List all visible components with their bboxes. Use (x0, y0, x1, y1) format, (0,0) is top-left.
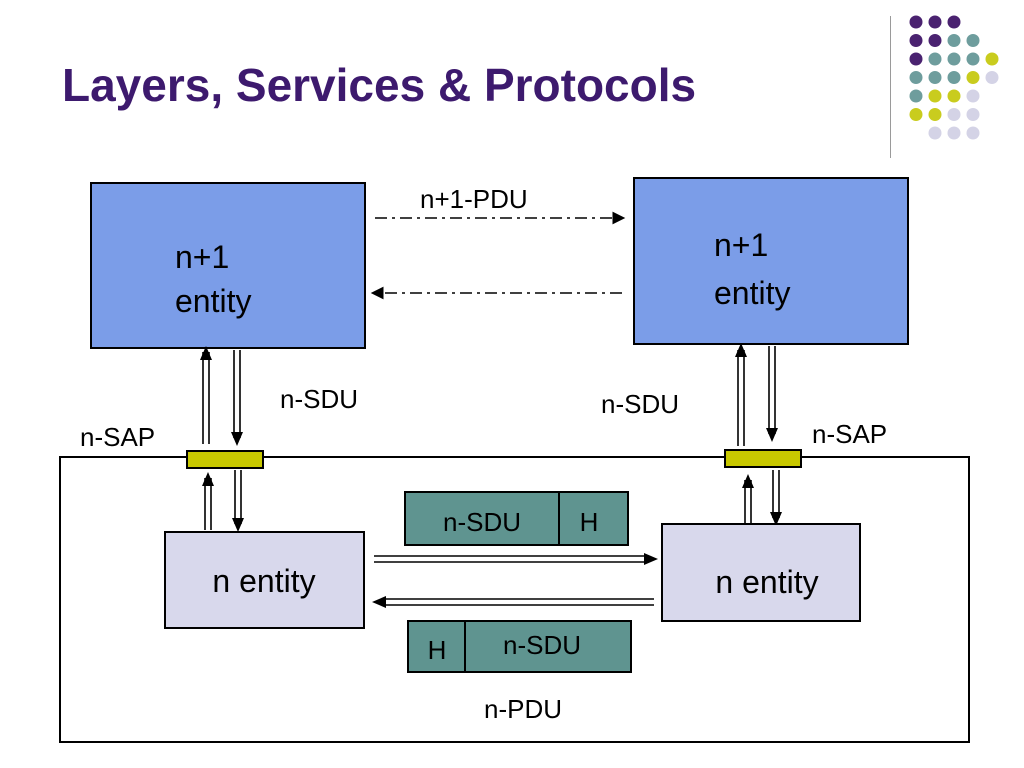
decorative-dot (985, 52, 999, 66)
decorative-dot (928, 71, 942, 84)
decorative-dot (947, 15, 961, 29)
packet-bottom: H n-SDU (407, 620, 632, 673)
decorative-dot (909, 52, 923, 66)
decorative-dot (928, 108, 942, 121)
decorative-dot (966, 52, 980, 66)
decorative-dot (909, 15, 923, 29)
pdu-label: n-PDU (484, 694, 562, 724)
decorative-dot (947, 52, 961, 66)
page-title: Layers, Services & Protocols (62, 59, 697, 111)
decorative-dot (985, 71, 999, 84)
right-sap-marker (724, 449, 802, 468)
decorative-dot (928, 15, 942, 29)
packet-bottom-sdu: n-SDU (503, 630, 581, 660)
right-lower-vertical-arrows (742, 470, 782, 526)
packet-top-sdu: n-SDU (443, 507, 521, 537)
decorative-dot (909, 34, 923, 47)
lower-right-entity: n entity (661, 523, 861, 622)
packet-bottom-header: H (428, 635, 447, 665)
header-divider-line (890, 16, 891, 158)
decorative-dot (947, 34, 961, 47)
peer-pdu-label: n+1-PDU (420, 184, 528, 214)
decorative-dot (909, 71, 923, 84)
upper-left-entity-line1: n+1 (175, 239, 229, 275)
upper-left-entity: n+1 entity (90, 182, 366, 349)
upper-left-entity-line2: entity (175, 283, 251, 319)
decorative-dot (966, 89, 980, 103)
decorative-dot (928, 34, 942, 47)
decorative-dot (966, 108, 980, 121)
left-upper-vertical-arrows (200, 346, 243, 446)
left-lower-vertical-arrows (202, 470, 244, 532)
packet-top: n-SDU H (404, 491, 629, 546)
decorative-dot (909, 89, 923, 103)
upper-right-entity-line1: n+1 (714, 227, 768, 263)
lower-left-entity-label: n entity (212, 563, 315, 599)
packet-top-header: H (580, 507, 599, 537)
lower-right-entity-label: n entity (715, 564, 818, 600)
decorative-dot-grid (909, 15, 999, 140)
left-sap-marker (186, 450, 264, 469)
n-pdu-arrow-left (372, 596, 654, 608)
decorative-dot (947, 89, 961, 103)
left-sdu-label: n-SDU (280, 384, 358, 414)
decorative-dot (947, 108, 961, 121)
lower-left-entity: n entity (164, 531, 365, 629)
decorative-dot (909, 108, 923, 121)
upper-right-entity: n+1 entity (633, 177, 909, 345)
left-sap-label: n-SAP (80, 422, 155, 452)
decorative-dot (947, 126, 961, 140)
n-pdu-arrow-right (374, 553, 658, 565)
decorative-dot (947, 71, 961, 84)
decorative-dot (966, 34, 980, 47)
right-sap-label: n-SAP (812, 419, 887, 449)
decorative-dot (928, 89, 942, 103)
right-upper-vertical-arrows (735, 343, 778, 446)
decorative-dot (928, 52, 942, 66)
upper-right-entity-line2: entity (714, 275, 790, 311)
decorative-dot (966, 71, 980, 84)
decorative-dot (966, 126, 980, 140)
right-sdu-label: n-SDU (601, 389, 679, 419)
decorative-dot (928, 126, 942, 140)
